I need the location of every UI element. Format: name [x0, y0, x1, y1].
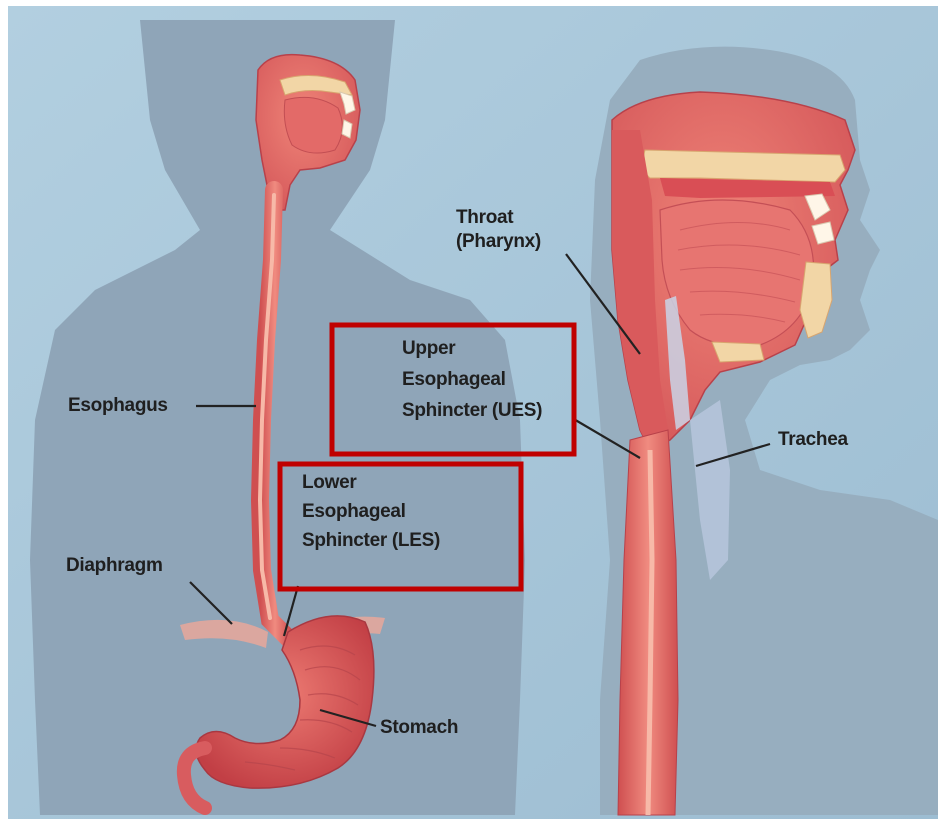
throat-label-line1: Throat [456, 206, 541, 230]
right-esophagus-lumen [648, 450, 652, 815]
throat-label-line2: (Pharynx) [456, 230, 541, 254]
stomach-label: Stomach [380, 716, 458, 740]
les-label-line1: Lower [302, 468, 440, 497]
right-palate-bone [643, 150, 845, 182]
right-hyoid-bone [712, 342, 764, 362]
trachea-label: Trachea [778, 428, 848, 452]
diaphragm-label: Diaphragm [66, 554, 163, 578]
left-tongue [284, 97, 342, 153]
les-label-line3: Sphincter (LES) [302, 526, 440, 555]
ues-label-line2: Esophageal [402, 364, 542, 395]
les-label-line2: Esophageal [302, 497, 440, 526]
ues-label: Upper Esophageal Sphincter (UES) [402, 333, 542, 426]
ues-label-line1: Upper [402, 333, 542, 364]
les-label: Lower Esophageal Sphincter (LES) [302, 468, 440, 555]
ues-label-line3: Sphincter (UES) [402, 395, 542, 426]
throat-label: Throat (Pharynx) [456, 206, 541, 254]
esophagus-label: Esophagus [68, 394, 168, 418]
